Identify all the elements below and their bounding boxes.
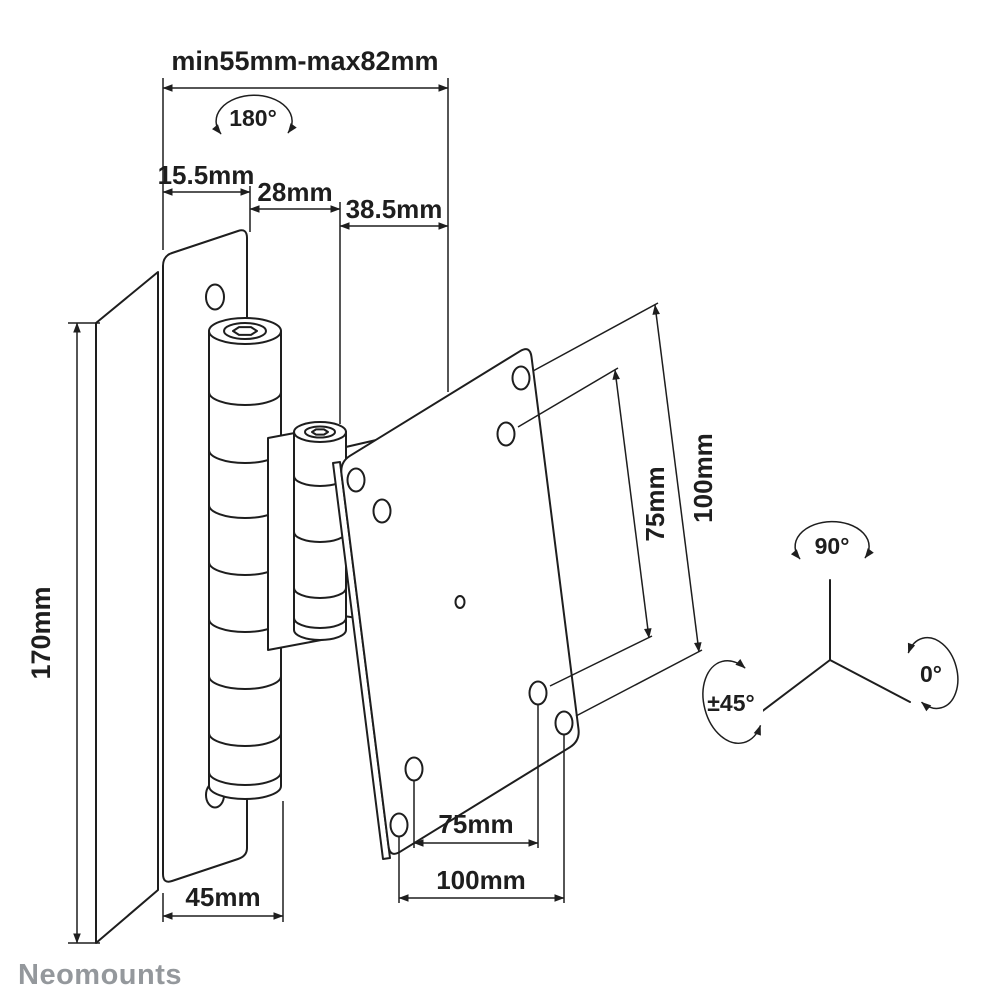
vesa-center-hole: [454, 595, 466, 609]
label-angle-180: 180°: [229, 105, 277, 131]
rotation-arc: [702, 658, 762, 744]
label-angle-90: 90°: [815, 533, 850, 559]
rotation-arc: [790, 520, 874, 560]
label-vesa-100-horizontal: 100mm: [436, 865, 526, 895]
indicator-tilt-45: ±45°: [702, 658, 764, 744]
dim-width-range: min55mm-max82mm: [162, 46, 449, 392]
pivot-segment-line: [293, 587, 347, 599]
label-depth-back: 38.5mm: [346, 194, 443, 224]
hinge-segment-line: [208, 391, 282, 406]
rotation-axes: [747, 579, 911, 723]
vesa-plate: [332, 348, 580, 860]
axis-down-right: [829, 659, 911, 703]
hinge-column: [208, 317, 282, 800]
dim-bottom-offset: 45mm: [162, 801, 284, 922]
extension-line: [549, 635, 653, 687]
label-width-range: min55mm-max82mm: [171, 46, 438, 76]
vesa-hole-100: [554, 710, 574, 736]
label-angle-tilt-45: ±45°: [707, 690, 754, 716]
label-vesa-100-vertical: 100mm: [688, 433, 718, 523]
rotation-arc: [907, 636, 959, 712]
hinge-segment-line: [208, 732, 282, 747]
vesa-hole-100: [511, 365, 531, 391]
dim-vesa-vertical-100: 100mm: [532, 302, 718, 717]
vesa-hole-75: [496, 421, 516, 447]
hinge-hex-socket: [232, 326, 258, 336]
vesa-hole-100: [346, 467, 366, 493]
label-bottom-offset: 45mm: [185, 882, 260, 912]
rotation-arc: [212, 94, 297, 135]
indicator-180: 180°: [212, 92, 297, 144]
pivot-bottom-rim: [293, 617, 347, 629]
dim-vesa-vertical-75: 75mm: [517, 367, 670, 687]
indicator-0: 0°: [906, 636, 959, 712]
extension-line: [575, 649, 703, 717]
vesa-hole-75: [528, 680, 548, 706]
dim-depth-back: 38.5mm: [339, 194, 449, 230]
label-vesa-75-vertical: 75mm: [640, 466, 670, 541]
label-angle-0: 0°: [920, 661, 942, 687]
brand-logo: Neomounts: [18, 959, 182, 991]
dim-vesa-horizontal-75: 75mm: [413, 705, 539, 848]
dim-vesa-horizontal-100: 100mm: [398, 735, 565, 903]
wall-panel: [95, 271, 159, 944]
dimension-line: [612, 369, 652, 639]
dimension-line: [652, 304, 702, 653]
hinge-body: [208, 330, 282, 800]
extension-line: [517, 367, 619, 428]
vesa-hole-100: [389, 812, 409, 838]
label-plate-height: 170mm: [26, 586, 56, 679]
dim-depth-front: 15.5mm: [158, 160, 255, 232]
vesa-hole-75: [404, 756, 424, 782]
wall-plate-hole-top: [205, 283, 225, 311]
pivot-column: [293, 421, 347, 641]
hinge-bottom-rim: [208, 771, 282, 786]
dim-depth-mid: 28mm: [249, 177, 341, 424]
vesa-hole-75: [372, 498, 392, 524]
hinge-segment-line: [208, 675, 282, 690]
indicator-90: 90°: [790, 520, 874, 571]
dim-plate-height: 170mm: [26, 322, 100, 944]
label-depth-front: 15.5mm: [158, 160, 255, 190]
label-depth-mid: 28mm: [257, 177, 332, 207]
label-vesa-75-horizontal: 75mm: [438, 809, 513, 839]
pivot-hex-socket: [311, 428, 329, 436]
extension-line: [532, 302, 659, 372]
